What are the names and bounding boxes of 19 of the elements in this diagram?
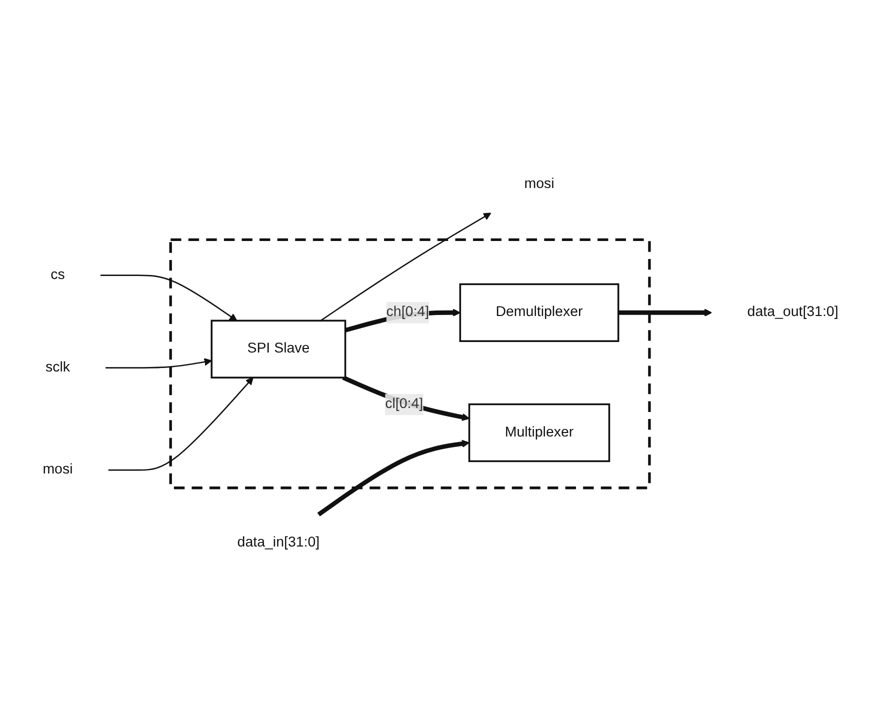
- arrow: [108, 377, 254, 471]
- node-box: Demultiplexer: [459, 284, 620, 342]
- node-text: mosi: [524, 176, 554, 192]
- node-text: data_in[31:0]: [237, 535, 320, 550]
- node-text: mosi: [42, 462, 73, 478]
- edge-label: ch[0:4]: [386, 304, 430, 320]
- node-text: cs: [50, 267, 65, 283]
- arrow: [100, 274, 238, 322]
- node-box: Multiplexer: [468, 404, 610, 462]
- node-text: data_out[31:0]: [747, 304, 838, 320]
- arrow: [320, 212, 492, 322]
- arrow: [317, 440, 470, 517]
- arrow: [106, 358, 212, 369]
- arrow: [618, 308, 712, 317]
- cluster: [169, 238, 651, 490]
- arrow: [342, 376, 470, 422]
- edge-label: cl[0:4]: [385, 396, 424, 412]
- node-box: SPI Slave: [210, 320, 346, 379]
- node-text: sclk: [45, 360, 70, 376]
